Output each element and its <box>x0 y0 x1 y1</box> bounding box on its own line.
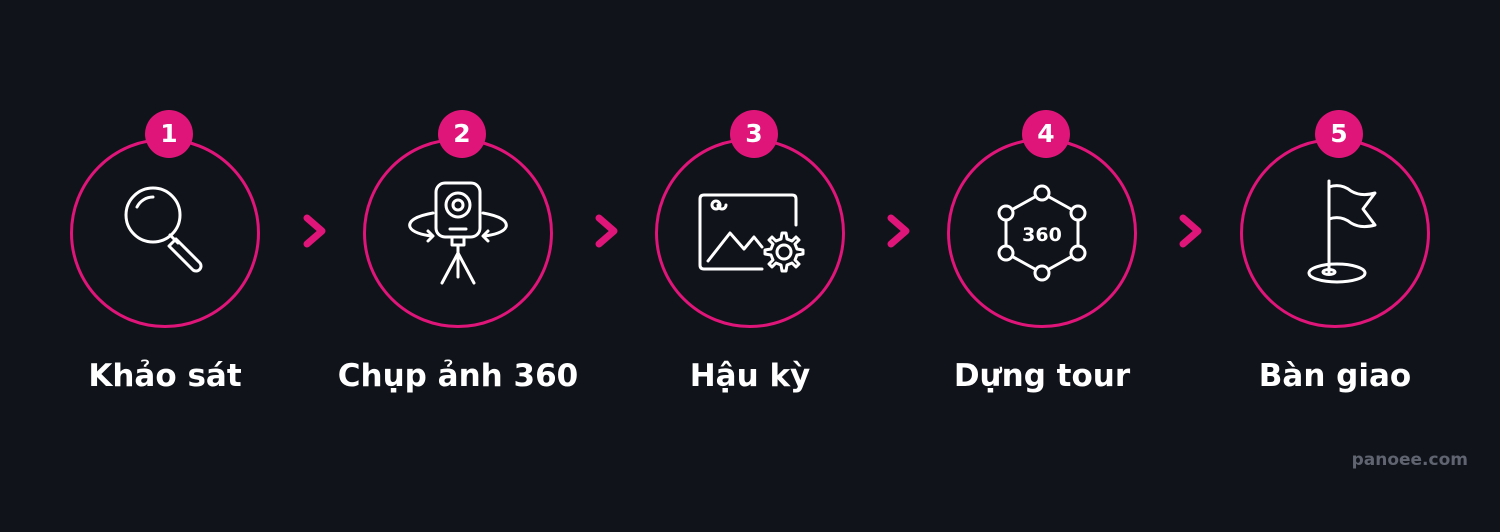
image-settings-icon <box>698 193 805 273</box>
step-number-badge: 2 <box>438 110 486 158</box>
network-360-icon: 360 <box>997 184 1087 282</box>
watermark: panoee.com <box>1351 450 1468 470</box>
chevron-right-icon <box>887 214 910 248</box>
step-1: 1 Khảo sát <box>35 110 295 410</box>
step-3: 3 Hậu kỳ <box>620 110 880 410</box>
step-number-badge: 1 <box>145 110 193 158</box>
step-2: 2 Chụp ảnh 360 <box>328 110 588 410</box>
flag-icon <box>1307 179 1377 284</box>
step-label: Chụp ảnh 360 <box>337 358 579 394</box>
step-number-badge: 4 <box>1022 110 1070 158</box>
chevron-right-icon <box>595 214 618 248</box>
step-label: Hậu kỳ <box>689 358 811 394</box>
magnifier-icon <box>124 186 203 273</box>
step-label: Dựng tour <box>953 358 1131 394</box>
step-number-badge: 5 <box>1315 110 1363 158</box>
chevron-right-icon <box>1179 214 1202 248</box>
step-label: Khảo sát <box>88 358 242 394</box>
step-label: Bàn giao <box>1258 358 1412 394</box>
step-5: 5 Bàn giao <box>1205 110 1465 410</box>
step-number-badge: 3 <box>730 110 778 158</box>
network-center-label: 360 <box>1022 224 1062 246</box>
camera-tripod-icon <box>408 181 508 285</box>
chevron-right-icon <box>303 214 326 248</box>
step-4: 4 360 Dựng tour <box>912 110 1172 410</box>
